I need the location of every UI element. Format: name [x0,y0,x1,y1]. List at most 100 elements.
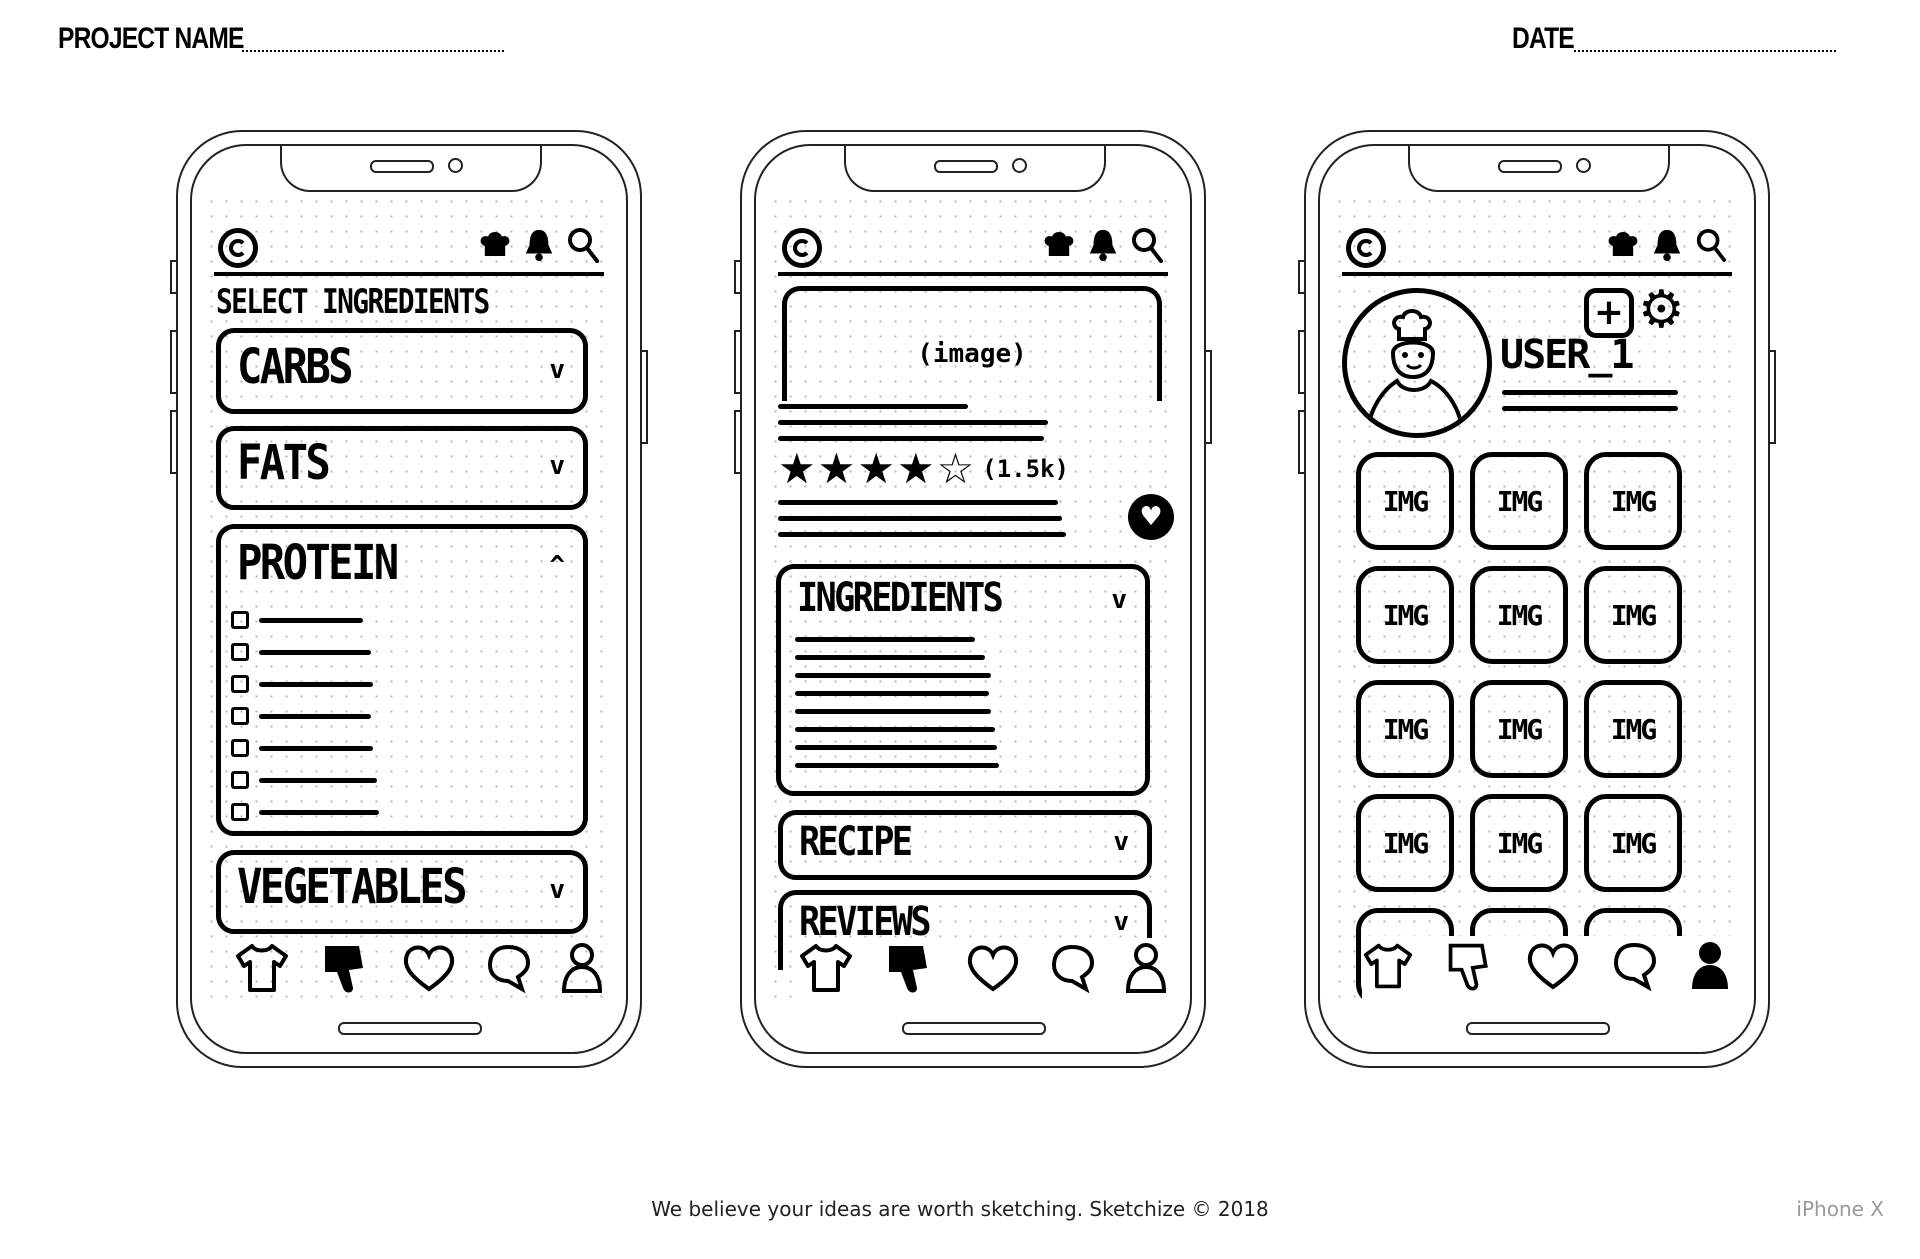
date-label: DATE [1512,22,1575,55]
item-text-line [259,713,371,719]
project-name-field[interactable] [242,50,504,52]
page-title: SELECT INGREDIENTS [216,282,490,322]
image-tile[interactable]: IMG [1584,680,1682,778]
speaker [1498,160,1562,173]
bio-line [1502,406,1678,411]
gear-icon[interactable]: ⚙ [1638,280,1685,340]
shirt-icon[interactable] [1362,940,1414,996]
image-tile[interactable]: IMG [1584,566,1682,664]
image-tile[interactable]: IMG [1470,452,1568,550]
heart-icon[interactable] [965,943,1021,997]
screen: (image) ★ ★ ★ ★ ☆ (1.5k) ♥ INGREDIENTS v [768,194,1178,1000]
section-ingredients[interactable]: INGREDIENTS v [776,564,1150,796]
item-text-line [259,617,363,623]
section-protein[interactable]: PROTEIN ^ [216,524,588,836]
chef-hat-icon[interactable] [478,228,512,262]
list-item[interactable] [231,675,373,693]
bottom-nav [798,938,1168,1000]
thumbs-down-icon[interactable] [883,940,937,1000]
shirt-icon[interactable] [798,940,854,1000]
list-item[interactable] [231,707,371,725]
image-grid: IMG IMG IMG IMG IMG IMG IMG IMG IMG IMG … [1356,452,1696,1000]
section-fats[interactable]: FATS v [216,426,588,510]
rating-count: (1.5k) [982,455,1069,483]
checkbox[interactable] [231,611,249,629]
thumbs-down-icon[interactable] [319,940,373,1000]
ingredient-line [795,691,989,696]
chat-icon[interactable] [1612,941,1658,995]
camera [448,158,463,173]
list-item[interactable] [231,739,373,757]
item-text-line [259,649,371,655]
bell-icon[interactable] [1650,228,1684,262]
image-tile[interactable]: IMG [1356,566,1454,664]
thumbs-down-icon[interactable] [1445,939,1495,997]
project-name-label: PROJECT NAME [58,22,244,55]
device-model-label: iPhone X [1796,1197,1884,1221]
checkbox[interactable] [231,771,249,789]
profile-icon[interactable] [1688,939,1732,997]
phone-mockup-select-ingredients: SELECT INGREDIENTS CARBS v FATS v PROTEI… [170,130,648,1068]
shirt-icon[interactable] [234,940,290,1000]
checkbox[interactable] [231,675,249,693]
image-tile[interactable]: IMG [1356,452,1454,550]
chevron-down-icon: v [549,355,565,385]
item-text-line [259,745,373,751]
top-bar [778,228,1168,276]
search-icon[interactable] [1694,228,1728,262]
section-reviews[interactable]: REVIEWS v [778,890,1152,970]
search-icon[interactable] [1130,228,1164,263]
profile-icon[interactable] [560,941,604,999]
checkbox[interactable] [231,739,249,757]
logo-icon[interactable] [218,228,258,268]
top-bar [1342,228,1732,276]
section-vegetables[interactable]: VEGETABLES v [216,850,588,934]
image-tile[interactable]: IMG [1356,794,1454,892]
star-icon: ★ [857,444,895,493]
heart-icon[interactable] [401,943,457,997]
chat-icon[interactable] [486,943,532,997]
logo-icon[interactable] [1346,228,1386,268]
image-tile[interactable]: IMG [1470,794,1568,892]
section-carbs[interactable]: CARBS v [216,328,588,414]
checkbox[interactable] [231,803,249,821]
bell-icon[interactable] [1086,228,1120,262]
list-item[interactable] [231,771,377,789]
date-field[interactable] [1574,50,1836,52]
favorite-heart-icon[interactable]: ♥ [1128,494,1174,540]
heart-icon[interactable] [1525,941,1581,995]
footer-tagline: We believe your ideas are worth sketchin… [651,1197,1269,1221]
bell-icon[interactable] [522,228,556,262]
chef-hat-icon[interactable] [1606,228,1640,262]
list-item[interactable] [231,803,379,821]
section-label: CARBS [237,339,354,395]
logo-icon[interactable] [782,228,822,268]
speaker [934,160,998,173]
item-text-line [259,809,379,815]
avatar[interactable] [1342,288,1492,438]
search-icon[interactable] [566,228,600,263]
checkbox[interactable] [231,707,249,725]
image-tile[interactable]: IMG [1470,680,1568,778]
username: USER_1 [1500,332,1634,378]
image-label: (image) [917,339,1027,369]
section-recipe[interactable]: RECIPE v [778,810,1152,880]
chef-hat-icon[interactable] [1042,228,1076,262]
camera [1012,158,1027,173]
add-post-button[interactable]: + [1584,288,1634,338]
image-tile[interactable]: IMG [1356,680,1454,778]
section-label: PROTEIN [237,535,399,591]
image-tile[interactable]: IMG [1584,452,1682,550]
chat-icon[interactable] [1050,943,1096,997]
title-line [778,404,968,409]
image-tile[interactable]: IMG [1584,794,1682,892]
list-item[interactable] [231,643,371,661]
bottom-nav [1362,936,1732,1000]
list-item[interactable] [231,611,363,629]
profile-icon[interactable] [1124,941,1168,999]
image-tile[interactable]: IMG [1470,566,1568,664]
top-bar [214,228,604,276]
section-label: INGREDIENTS [797,575,1004,621]
checkbox[interactable] [231,643,249,661]
item-text-line [259,777,377,783]
